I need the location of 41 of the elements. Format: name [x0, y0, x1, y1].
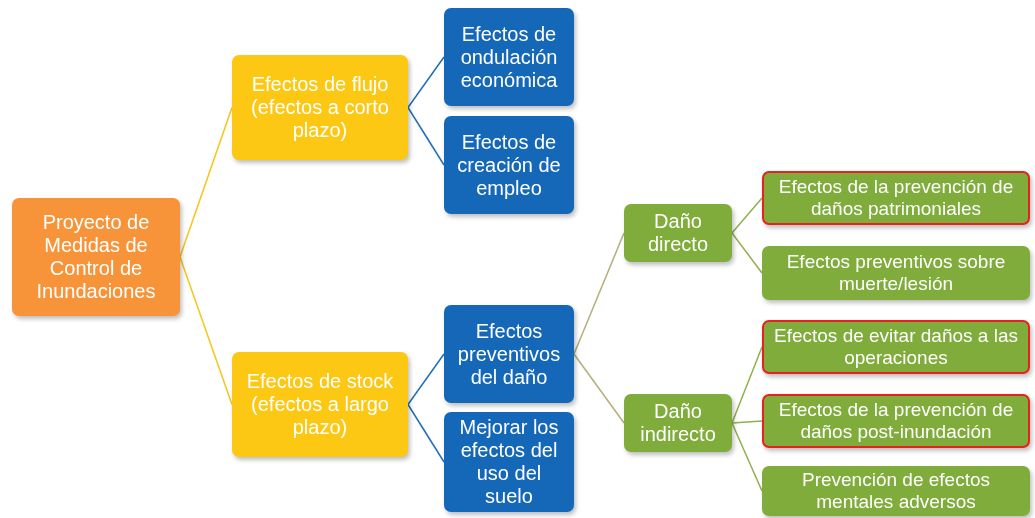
- node-label: Efectos de flujo (efectos a corto plazo): [250, 73, 390, 142]
- connector-line: [179, 256, 233, 406]
- node-label: Efectos de creación de empleo: [456, 130, 562, 200]
- node-label: Prevención de efectos mentales adversos: [801, 469, 991, 513]
- connector-line: [407, 403, 445, 463]
- connector-line: [731, 197, 763, 234]
- node-label: Proyecto de Medidas de Control de Inundaciones: [35, 211, 157, 303]
- node-box: [762, 246, 1030, 300]
- node-box: [444, 116, 574, 214]
- connector-line: [179, 106, 233, 258]
- node-box: [624, 204, 732, 262]
- node-label: Daño indirecto: [639, 400, 717, 446]
- node-label: Efectos de la prevención de daños post-inundación: [777, 399, 1015, 443]
- node-box: [232, 55, 408, 160]
- connector-line: [407, 56, 445, 109]
- node-box: [444, 305, 574, 403]
- connector-line: [573, 232, 625, 355]
- connector-line: [407, 353, 445, 406]
- node-label: Efectos de evitar daños a las operaciones: [774, 325, 1018, 369]
- node-box: [232, 352, 408, 457]
- node-box: [762, 466, 1030, 516]
- node-label: Daño directo: [647, 210, 709, 256]
- node-box: [444, 8, 574, 106]
- node-box: [762, 320, 1030, 374]
- connector-line: [731, 422, 763, 492]
- connector-line: [731, 232, 763, 274]
- node-label: Efectos de stock (efectos a largo plazo): [246, 370, 394, 439]
- connector-line: [573, 353, 625, 424]
- node-box: [12, 198, 180, 316]
- node-box: [624, 394, 732, 452]
- node-label: Efectos preventivos sobre muerte/lesión: [785, 251, 1007, 295]
- node-box: [762, 171, 1030, 225]
- node-label: Efectos preventivos del daño: [456, 319, 562, 389]
- node-label: Efectos de ondulación económica: [459, 22, 559, 92]
- node-box: [444, 412, 574, 512]
- node-label: Efectos de la prevención de daños patrimoniales: [777, 176, 1015, 220]
- node-label: Mejorar los efectos del uso del suelo: [458, 416, 560, 508]
- connector-line: [731, 346, 763, 424]
- connector-line: [731, 420, 763, 424]
- connector-line: [407, 106, 445, 166]
- node-box: [762, 394, 1030, 448]
